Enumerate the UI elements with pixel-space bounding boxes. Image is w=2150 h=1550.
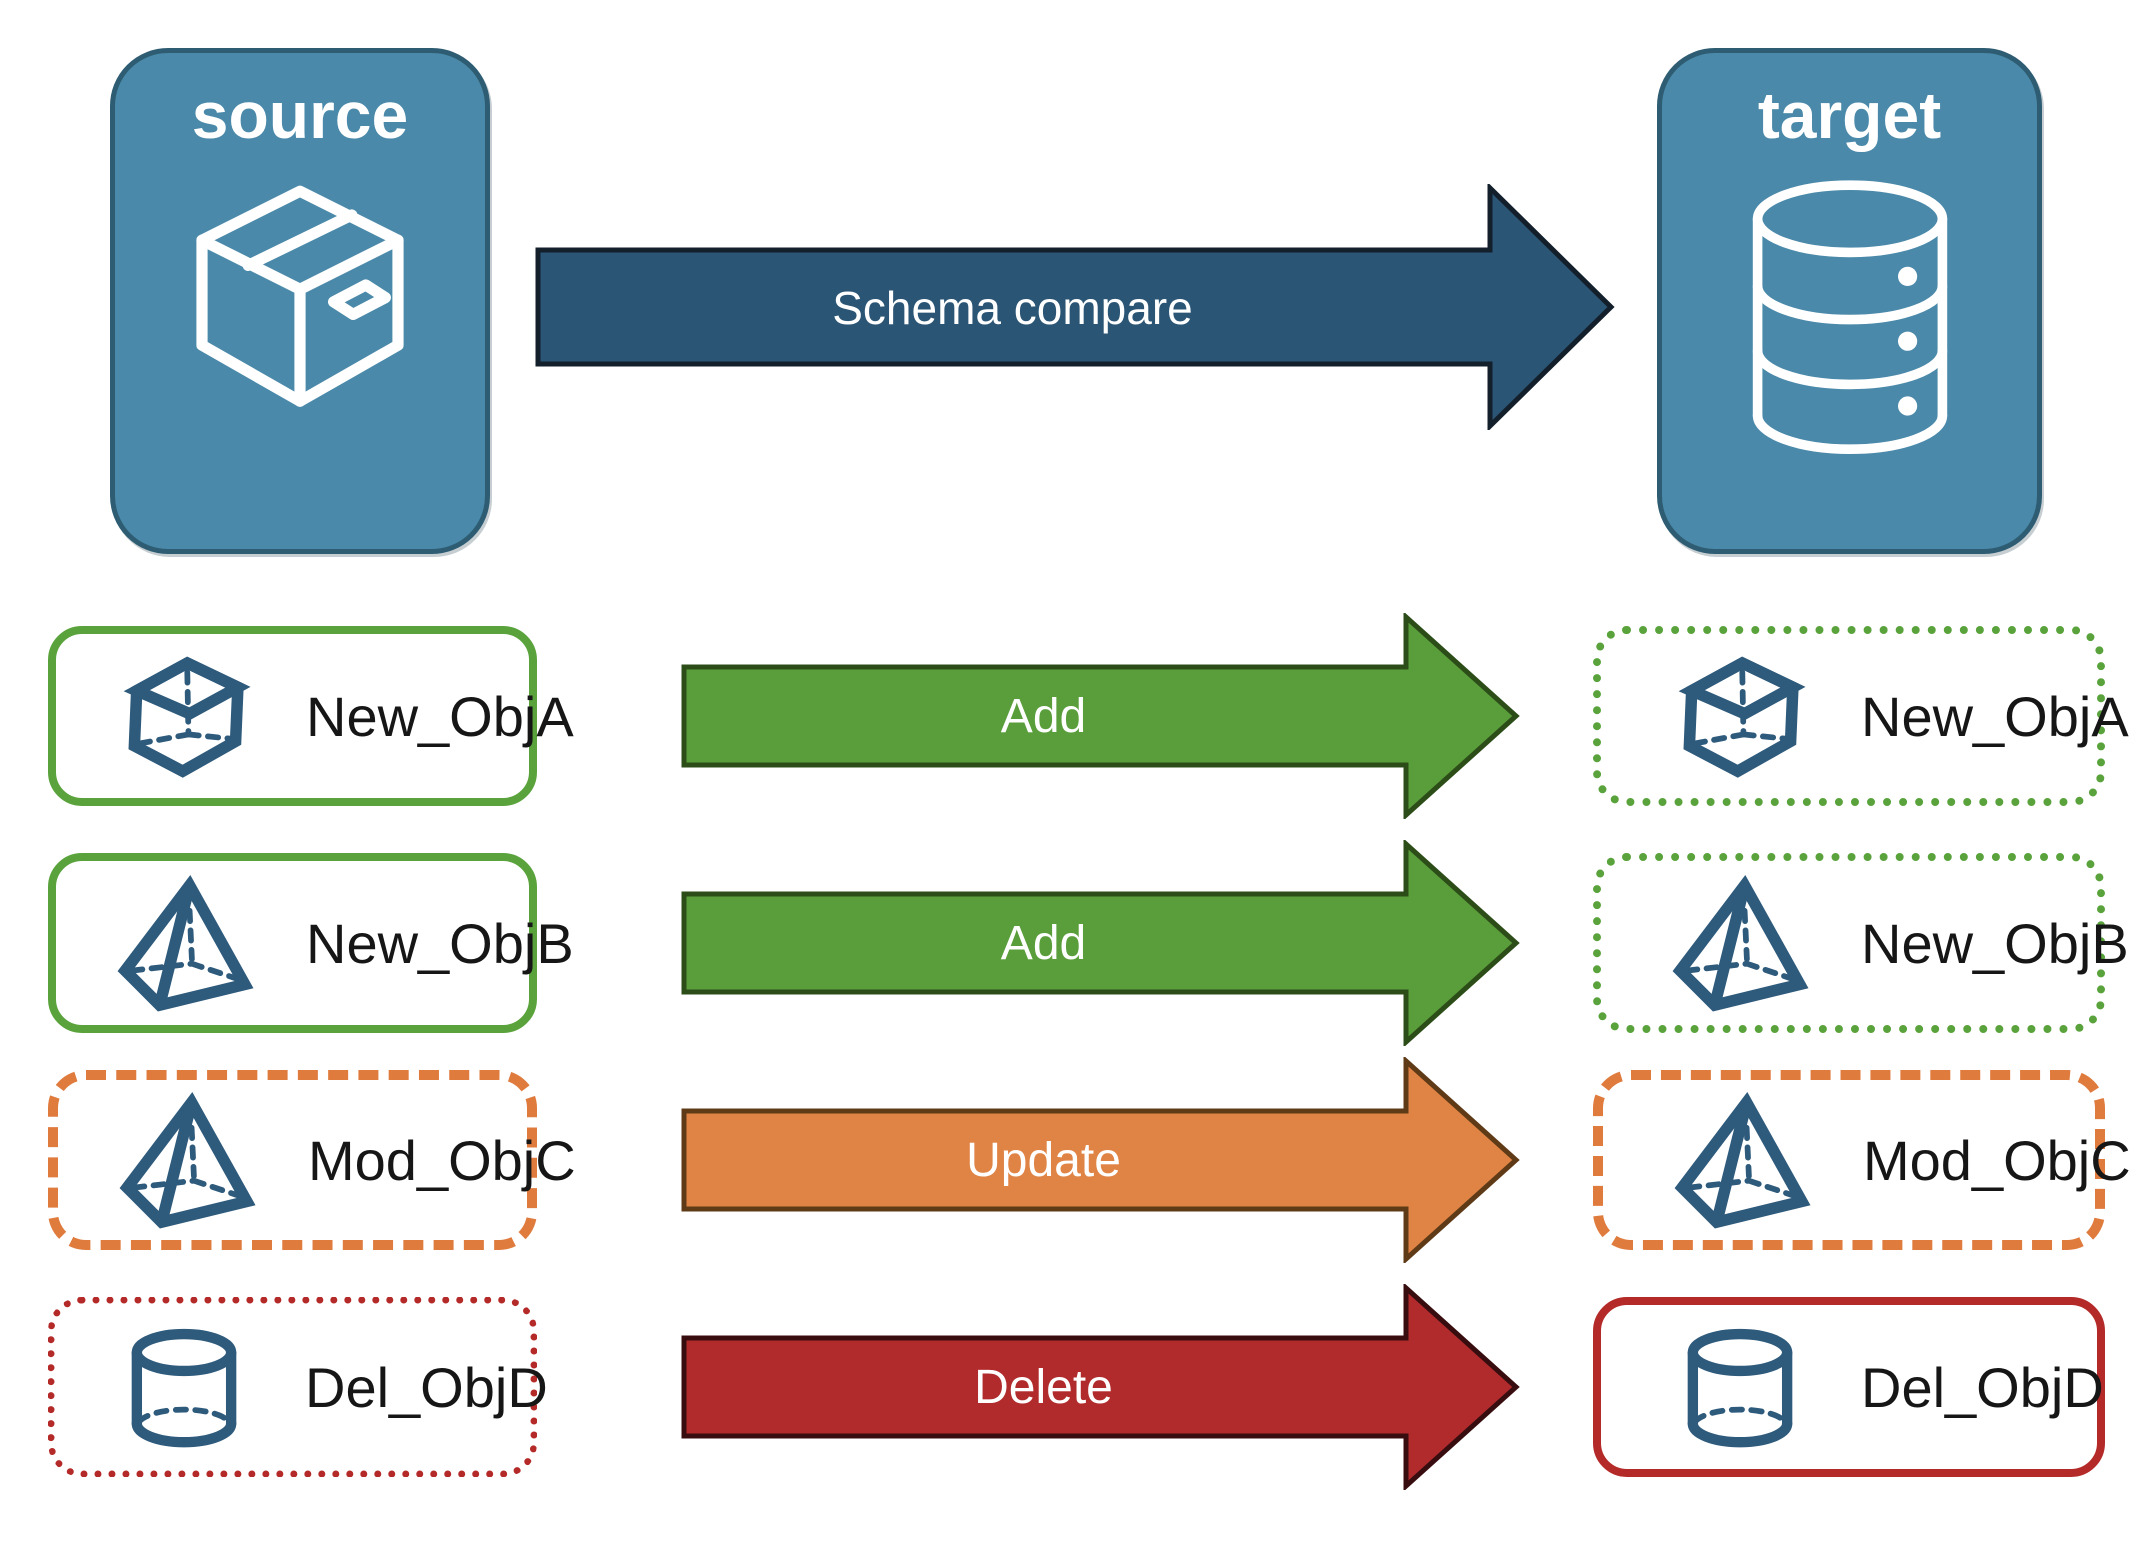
target-object-card-new-objb: New_ObjB — [1593, 853, 2129, 1033]
source-panel: source — [110, 48, 490, 554]
add-arrow — [681, 613, 1520, 819]
add-arrow — [681, 840, 1520, 1046]
update-arrow — [681, 1057, 1520, 1263]
target-object-card-new-obja: New_ObjA — [1593, 626, 2129, 806]
pyramid-icon — [1672, 875, 1809, 1012]
source-object-card-mod-objc: Mod_ObjC — [48, 1070, 576, 1250]
schema-compare-label: Schema compare — [832, 282, 1193, 334]
object-name-label: New_ObjA — [1861, 684, 2129, 748]
source-object-card-del-objd: Del_ObjD — [48, 1297, 548, 1477]
object-name-label: Mod_ObjC — [1863, 1128, 2131, 1192]
cube-icon — [1678, 656, 1806, 778]
object-name-label: Del_ObjD — [305, 1355, 548, 1419]
pyramid-icon — [117, 875, 254, 1012]
cylinder-icon — [1687, 1328, 1793, 1448]
target-object-card-del-objd: Del_ObjD — [1593, 1297, 2105, 1477]
pyramid-icon — [119, 1092, 256, 1229]
update-arrow-label: Update — [966, 1133, 1121, 1187]
source-object-card-new-objb: New_ObjB — [48, 853, 574, 1033]
object-name-label: New_ObjB — [306, 911, 574, 975]
target-panel: target — [1657, 48, 2042, 554]
delete-arrow — [681, 1284, 1520, 1490]
add-arrow-label: Add — [1000, 916, 1087, 970]
delete-arrow-label: Delete — [974, 1360, 1113, 1414]
source-title: source — [191, 78, 409, 152]
source-object-card-new-obja: New_ObjA — [48, 626, 574, 806]
object-name-label: New_ObjB — [1861, 911, 2129, 975]
target-object-card-mod-objc: Mod_ObjC — [1593, 1070, 2131, 1250]
object-name-label: Mod_ObjC — [308, 1128, 576, 1192]
object-name-label: New_ObjA — [306, 684, 574, 748]
package-icon — [196, 185, 404, 407]
database-icon — [1752, 179, 1947, 454]
target-title: target — [1757, 78, 1942, 152]
schema-compare-arrow — [535, 184, 1615, 430]
cylinder-icon — [131, 1328, 237, 1448]
cube-icon — [123, 656, 251, 778]
add-arrow-label: Add — [1000, 689, 1087, 743]
pyramid-icon — [1674, 1092, 1811, 1229]
object-name-label: Del_ObjD — [1861, 1355, 2104, 1419]
